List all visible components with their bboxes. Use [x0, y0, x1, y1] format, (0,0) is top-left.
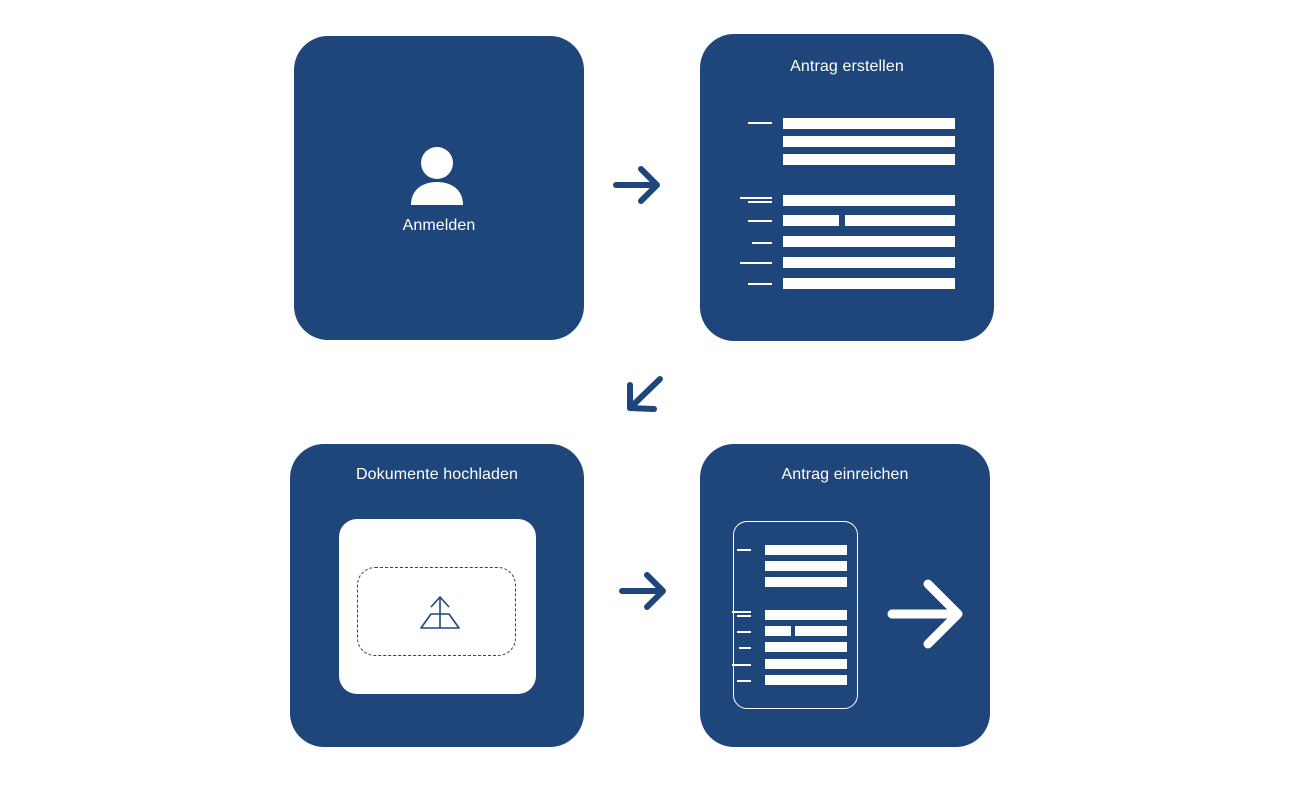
arrow-right-icon [613, 166, 660, 204]
arrow-right-icon [619, 572, 666, 610]
arrow-down-left-icon [627, 376, 663, 412]
upload-area [339, 519, 536, 694]
arrow-right-icon [887, 579, 963, 649]
step-card-dokumente-hochladen: Dokumente hochladen [290, 444, 584, 747]
step-card-anmelden: Anmelden [294, 36, 584, 340]
step-label: Antrag einreichen [781, 466, 909, 483]
submit-form-icon [732, 521, 858, 709]
step-label: Dokumente hochladen [355, 466, 518, 483]
step-card-antrag-erstellen: Antrag erstellen [700, 34, 994, 341]
upload-dropzone [357, 567, 516, 656]
step-label: Antrag erstellen [790, 58, 904, 75]
step-card-antrag-einreichen: Antrag einreichen [700, 444, 990, 747]
upload-icon [420, 596, 460, 629]
user-icon [411, 147, 463, 205]
step-label: Anmelden [402, 217, 476, 234]
